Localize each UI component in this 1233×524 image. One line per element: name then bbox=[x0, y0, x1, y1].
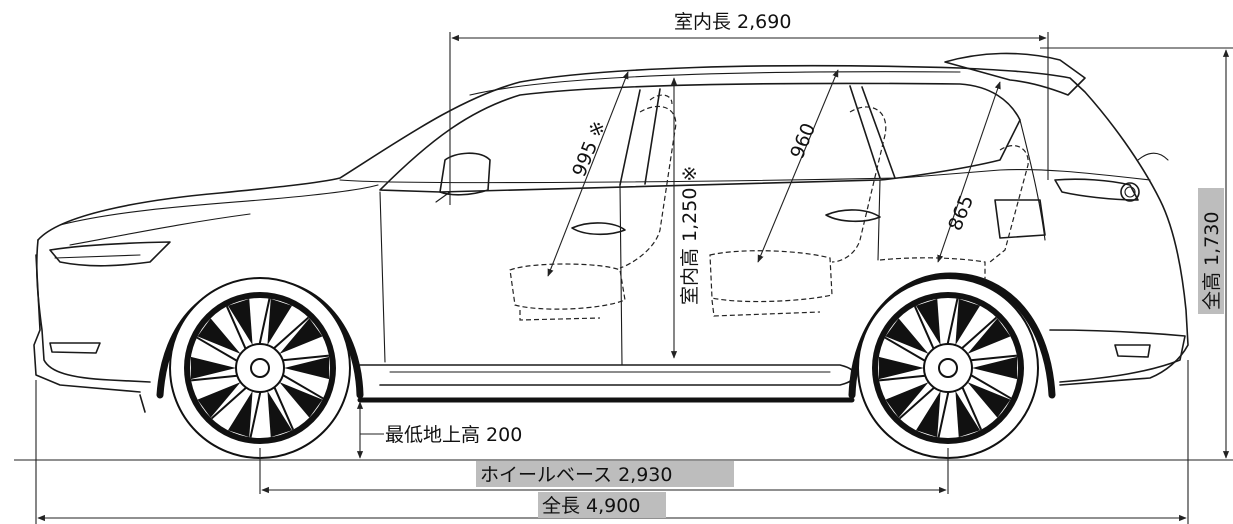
wheel-spoke bbox=[955, 298, 980, 346]
overall-length-label: 全長 4,900 bbox=[542, 495, 640, 517]
wheel-spoke bbox=[197, 318, 241, 354]
wheel-spoke-edge bbox=[937, 391, 950, 438]
third-row-headroom-label: 865 bbox=[944, 192, 978, 234]
wheel-spoke-edge bbox=[961, 386, 983, 431]
wheel-spoke-edge bbox=[898, 386, 935, 420]
wheel-spoke-edge bbox=[191, 374, 238, 382]
overall-height-label: 全高 1,730 bbox=[1201, 212, 1223, 310]
wheel-spoke-edge bbox=[196, 336, 238, 362]
wheel-spoke-edge bbox=[282, 354, 329, 362]
interior-length-label: 室内長 2,690 bbox=[674, 11, 791, 33]
ground-clearance-label: 最低地上高 200 bbox=[385, 424, 522, 446]
wheel-spoke bbox=[955, 390, 980, 438]
wheel-spoke-edge bbox=[970, 354, 1017, 362]
wheel-spoke bbox=[279, 318, 323, 354]
wheel-spoke-edge bbox=[879, 374, 926, 382]
wheel-spoke bbox=[267, 298, 292, 346]
wheel-spoke bbox=[284, 356, 330, 380]
front-wheel bbox=[169, 277, 351, 459]
wheel-spoke-edge bbox=[249, 391, 262, 438]
rear-headroom-label: 960 bbox=[786, 120, 820, 162]
wheel-spoke bbox=[228, 390, 253, 438]
wheel-spoke-edge bbox=[282, 374, 324, 400]
wheel-spoke bbox=[279, 382, 323, 418]
wheel-spoke bbox=[190, 356, 236, 380]
wheel-spoke bbox=[228, 298, 253, 346]
wheel-spoke-edge bbox=[273, 316, 310, 350]
wheel-spoke-edge bbox=[273, 386, 295, 431]
rear-wheel bbox=[857, 277, 1039, 459]
seats-outline bbox=[509, 94, 1029, 321]
wheelbase-label: ホイールベース 2,930 bbox=[480, 464, 672, 486]
wheel-spoke bbox=[267, 390, 292, 438]
wheel-spoke bbox=[972, 356, 1018, 380]
wheel-spoke-edge bbox=[258, 298, 271, 345]
interior-height-label: 室内高 1,250 ※ bbox=[679, 166, 701, 305]
wheel-spoke-edge bbox=[884, 336, 926, 362]
wheel-spoke bbox=[885, 318, 929, 354]
wheel-spoke bbox=[197, 382, 241, 418]
front-headroom-label: 995 ※ bbox=[568, 118, 610, 180]
wheel-spoke bbox=[878, 356, 924, 380]
wheel-spoke-edge bbox=[961, 316, 998, 350]
wheel-spoke bbox=[967, 318, 1011, 354]
wheel-spoke bbox=[885, 382, 929, 418]
wheel-spoke-edge bbox=[913, 305, 935, 350]
wheel-spoke-edge bbox=[970, 374, 1012, 400]
wheel-spoke bbox=[967, 382, 1011, 418]
wheel-spoke-edge bbox=[210, 386, 247, 420]
wheel-spoke-edge bbox=[225, 305, 247, 350]
wheel-spoke-edge bbox=[946, 298, 959, 345]
wheel-spoke bbox=[916, 298, 941, 346]
wheel-spoke bbox=[916, 390, 941, 438]
